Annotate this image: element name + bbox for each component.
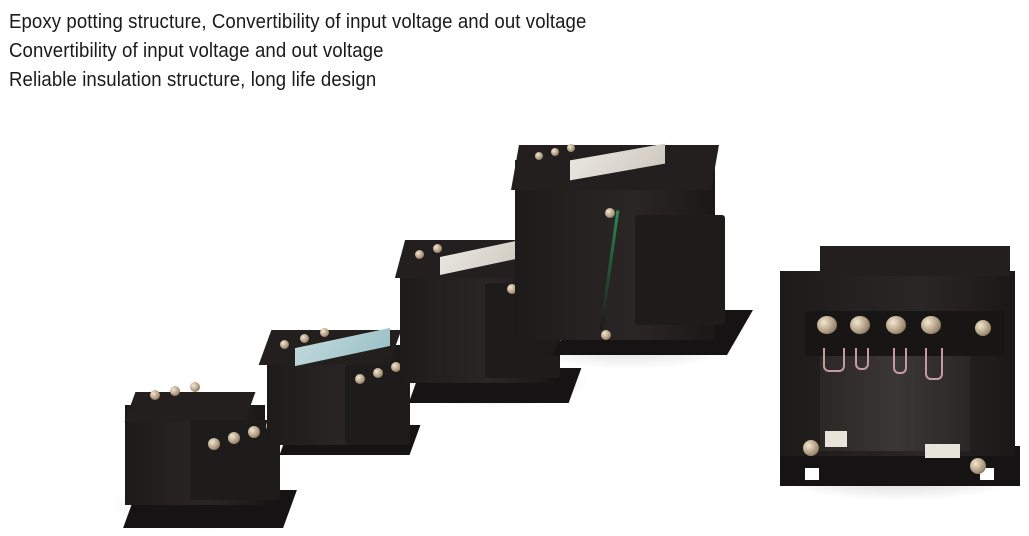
feature-item: Epoxy potting structure, Convertibility … — [9, 11, 587, 33]
feature-item: Convertibility of input voltage and out … — [9, 40, 384, 62]
transformer-front-view-image — [775, 236, 1025, 501]
transformer-smallest-image — [110, 380, 300, 536]
transformer-small-image — [255, 310, 425, 460]
transformer-large-image — [505, 140, 753, 370]
feature-item: Reliable insulation structure, long life… — [9, 69, 377, 91]
transformer-medium-image — [394, 228, 590, 408]
feature-list: Epoxy potting structure, Convertibility … — [9, 8, 630, 95]
